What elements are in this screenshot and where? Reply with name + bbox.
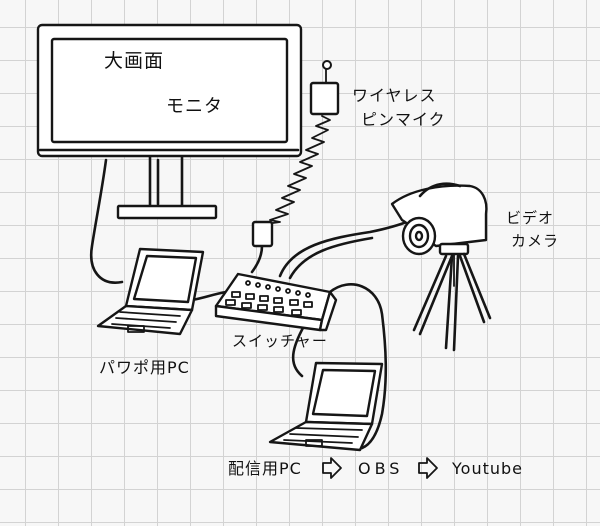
stream-pc-label: 配信用PC <box>228 459 302 478</box>
switcher-label: スイッチャー <box>232 332 328 350</box>
presentation-pc-label: パワポ用PC <box>99 358 190 377</box>
cable-switcher-to-stream-pc <box>328 283 388 450</box>
monitor-screen <box>50 37 289 144</box>
monitor-label-line1: 大画面 <box>104 50 165 72</box>
flow-arrow-icon-obs-to-youtube <box>418 457 438 479</box>
monitor-stand-base <box>116 204 218 220</box>
streaming-laptop <box>268 361 384 452</box>
switcher-side <box>318 290 338 332</box>
mic-receiver <box>251 220 274 248</box>
streaming-laptop-keyboard <box>283 427 363 447</box>
presentation-laptop-display <box>132 254 198 304</box>
wireless-pin-mic <box>265 60 340 225</box>
large-monitor <box>36 23 303 220</box>
monitor-label-line2: モニタ <box>166 96 223 117</box>
obs-label: OBS <box>358 459 404 478</box>
camera-lens-center <box>414 230 424 242</box>
cable-monitor-to-presentation-pc <box>89 158 124 284</box>
presentation-laptop <box>96 247 205 336</box>
tripod-leg-left <box>412 254 454 336</box>
monitor-neck <box>148 155 184 208</box>
mic-label-line2: ピンマイク <box>361 110 446 129</box>
camera-label-line1: ビデオ <box>506 209 555 227</box>
video-switcher <box>214 272 338 332</box>
camera-tripod-head <box>438 242 470 256</box>
switcher-buttons <box>225 280 313 316</box>
streaming-laptop-display <box>311 368 377 418</box>
mic-body <box>309 81 340 116</box>
video-camera <box>390 182 488 256</box>
presentation-laptop-keyboard <box>111 311 181 333</box>
cable-stream-pc-from-switcher <box>291 324 306 378</box>
tripod-leg-middle <box>444 254 460 352</box>
camera-handle <box>418 182 462 198</box>
cable-receiver-to-switcher <box>250 244 264 274</box>
tripod <box>412 252 492 352</box>
flow-arrow-icon-pc-to-obs <box>322 457 342 479</box>
camera-label-line2: カメラ <box>511 232 560 250</box>
tripod-leg-right <box>458 252 492 324</box>
mic-label-line1: ワイヤレス <box>352 86 437 105</box>
youtube-label: Youtube <box>452 459 523 478</box>
mic-antenna-tip <box>322 60 332 70</box>
mic-coil-cord <box>265 115 331 225</box>
cable-camera-to-switcher-inner <box>288 236 374 280</box>
